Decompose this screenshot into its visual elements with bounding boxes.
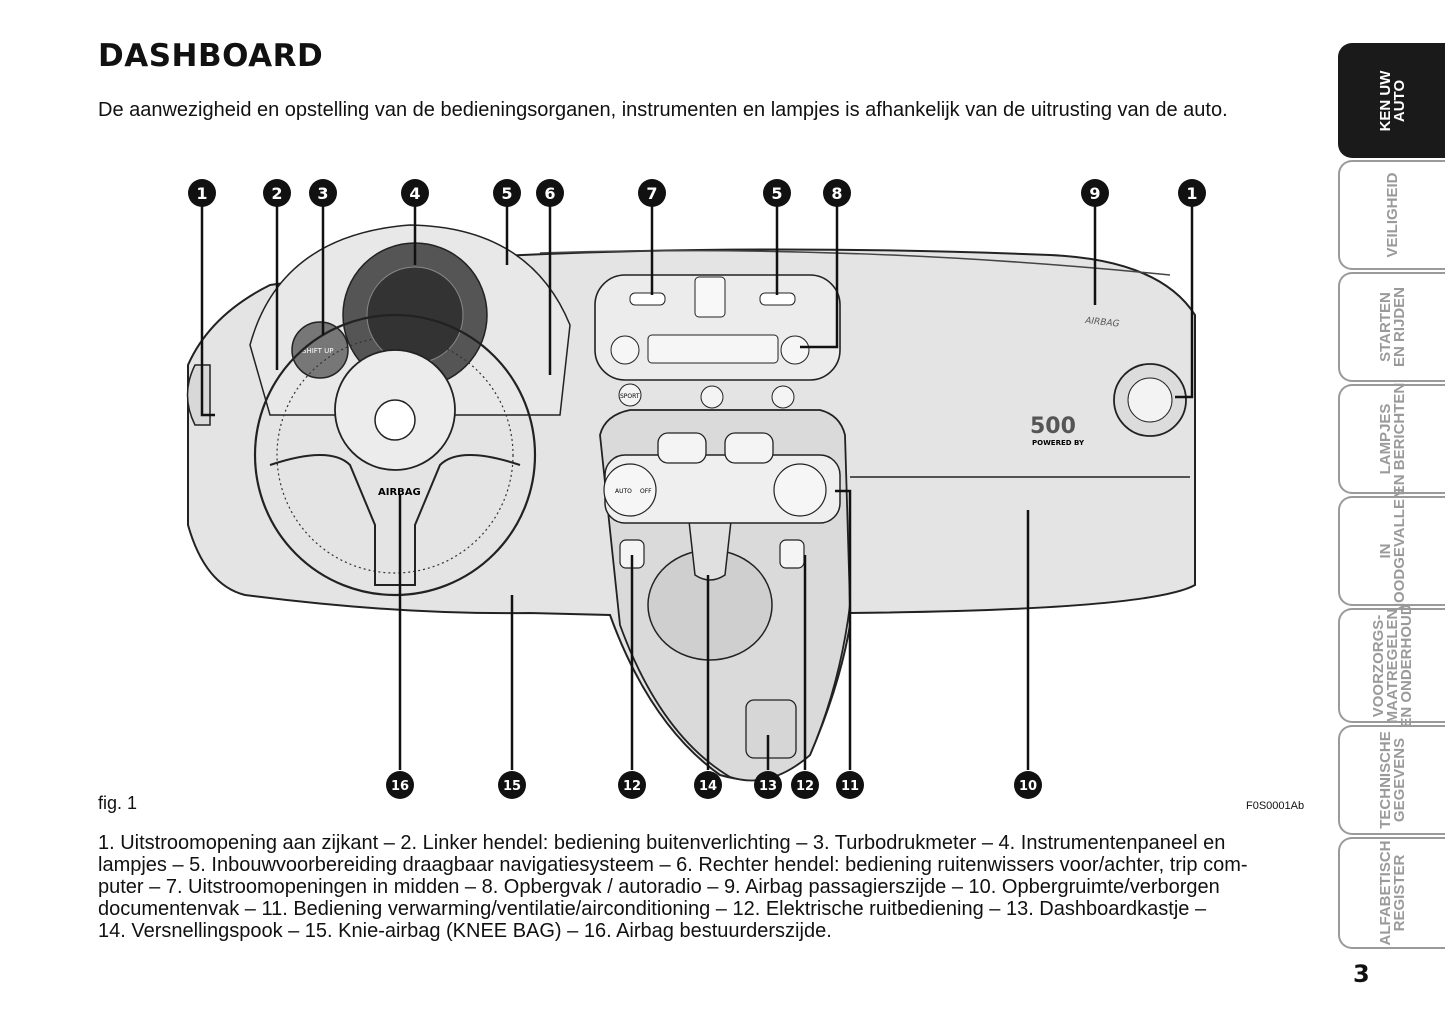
figure-code: F0S0001Ab: [1246, 800, 1305, 812]
tab-label: STARTEN EN RIJDEN: [1376, 286, 1408, 368]
tab-starten-en-rijden[interactable]: STARTEN EN RIJDEN: [1338, 272, 1445, 382]
caption-line: lampjes – 5. Inbouwvoorbereiding draagba…: [98, 854, 1248, 876]
auto-button-label: AUTO: [615, 488, 632, 495]
svg-text:5: 5: [771, 184, 782, 203]
sport-button: [618, 383, 642, 407]
radio-display: [647, 334, 779, 364]
svg-text:12: 12: [623, 779, 641, 794]
tab-label: KEN UW AUTO: [1376, 70, 1408, 131]
callout-9: 9: [1081, 179, 1109, 207]
tab-label: VEILIGHEID: [1383, 172, 1401, 258]
off-button-label: OFF: [640, 488, 652, 495]
callout-2: 2: [263, 179, 291, 207]
svg-text:8: 8: [831, 184, 842, 203]
figure-label: fig. 1: [98, 793, 138, 813]
svg-text:9: 9: [1089, 184, 1100, 203]
tab-technische-gegevens[interactable]: TECHNISCHE GEGEVENS: [1338, 725, 1445, 835]
tab-label: VOORZORGS- MAATREGELEN EN ONDERHOUD: [1369, 603, 1415, 728]
svg-text:1: 1: [196, 184, 207, 203]
tab-veiligheid[interactable]: VEILIGHEID: [1338, 160, 1445, 270]
tab-alfabetisch-register[interactable]: ALFABETISCH REGISTER: [1338, 837, 1445, 949]
page-number: 3: [1353, 960, 1370, 988]
callout-12-left: 12: [618, 771, 646, 799]
shift-up-label: SHIFT UP: [302, 347, 334, 355]
svg-text:2: 2: [271, 184, 282, 203]
steering-airbag-label: AIRBAG: [378, 487, 421, 498]
svg-text:7: 7: [646, 184, 657, 203]
window-switch-right: [779, 539, 805, 569]
abarth-logo: [374, 399, 416, 441]
tab-ken-uw-auto[interactable]: KEN UW AUTO: [1338, 43, 1445, 158]
caption-line: puter – 7. Uitstroomopeningen in midden …: [98, 876, 1220, 898]
callout-13: 13: [754, 771, 782, 799]
svg-text:13: 13: [759, 779, 777, 794]
climate-knob-left: [603, 463, 657, 517]
center-vent-left: [657, 432, 707, 464]
vent-slot-left: [629, 292, 666, 306]
callout-16: 16: [386, 771, 414, 799]
callout-4: 4: [401, 179, 429, 207]
intro-text: De aanwezigheid en opstelling van de bed…: [98, 99, 1228, 121]
side-vent-left: [186, 364, 211, 426]
radio-knob-right: [780, 335, 810, 365]
svg-text:14: 14: [699, 779, 717, 794]
misc-button: [771, 385, 795, 409]
powered-by-label: POWERED BY: [1032, 439, 1085, 447]
callout-1-left: 1: [188, 179, 216, 207]
caption-line: documentenvak – 11. Bediening verwarming…: [98, 898, 1207, 920]
callouts-bottom: 16 15 12 14 13 12 11 10: [386, 771, 1042, 799]
svg-text:5: 5: [501, 184, 512, 203]
small-compartment: [745, 699, 797, 759]
callout-6: 6: [536, 179, 564, 207]
callout-5-right: 5: [763, 179, 791, 207]
caption-line: 1. Uitstroomopening aan zijkant – 2. Lin…: [98, 832, 1226, 854]
sport-button-label: SPORT: [620, 393, 640, 400]
callout-11: 11: [836, 771, 864, 799]
dashboard-illustration: AUTO OFF SPORT SHIFT UP AIRBAG AIRBAG 50…: [186, 179, 1206, 799]
callout-15: 15: [498, 771, 526, 799]
callout-8: 8: [823, 179, 851, 207]
dash-top-line: [539, 249, 1171, 276]
leader-lines-bottom: [398, 489, 1030, 770]
steering-wheel: [253, 313, 537, 597]
svg-text:11: 11: [841, 779, 859, 794]
center-vent-right: [724, 432, 774, 464]
callouts-top: 1 2 3 4 5 6 7 5 8 9 1: [188, 179, 1206, 207]
svg-text:10: 10: [1019, 779, 1037, 794]
svg-text:3: 3: [317, 184, 328, 203]
callout-14: 14: [694, 771, 722, 799]
callout-3: 3: [309, 179, 337, 207]
tab-label: IN NOODGEVALLEN: [1376, 488, 1408, 614]
turbo-gauge: [291, 321, 349, 379]
figure-caption: 1. Uitstroomopening aan zijkant – 2. Lin…: [98, 832, 1308, 942]
svg-text:12: 12: [796, 779, 814, 794]
logo-500: 500: [1030, 414, 1076, 439]
tab-voorzorgsmaatregelen[interactable]: VOORZORGS- MAATREGELEN EN ONDERHOUD: [1338, 604, 1445, 727]
callout-5-left: 5: [493, 179, 521, 207]
svg-text:1: 1: [1186, 184, 1197, 203]
page-title: DASHBOARD: [98, 38, 324, 74]
callout-10: 10: [1014, 771, 1042, 799]
tab-label: LAMPJES EN BERICHTEN: [1376, 382, 1408, 496]
tab-label: ALFABETISCH REGISTER: [1376, 840, 1408, 946]
radio-knob-left: [610, 335, 640, 365]
svg-text:15: 15: [503, 779, 521, 794]
tab-lampjes-en-berichten[interactable]: LAMPJES EN BERICHTEN: [1338, 382, 1445, 496]
climate-knob-right: [773, 463, 827, 517]
tab-label: TECHNISCHE GEGEVENS: [1376, 731, 1408, 829]
passenger-airbag-label: AIRBAG: [1084, 316, 1120, 330]
svg-text:16: 16: [391, 779, 409, 794]
leader-lines-top: [200, 203, 1194, 417]
caption-line: 14. Versnellingspook – 15. Knie-airbag (…: [98, 920, 832, 942]
svg-text:6: 6: [544, 184, 555, 203]
callout-12-right: 12: [791, 771, 819, 799]
svg-text:4: 4: [409, 184, 420, 203]
tab-in-noodgevallen[interactable]: IN NOODGEVALLEN: [1338, 488, 1445, 614]
steering-spokes: [269, 454, 521, 586]
callout-1-right: 1: [1178, 179, 1206, 207]
callout-7: 7: [638, 179, 666, 207]
nav-mount: [694, 276, 726, 318]
hazard-button: [700, 385, 724, 409]
